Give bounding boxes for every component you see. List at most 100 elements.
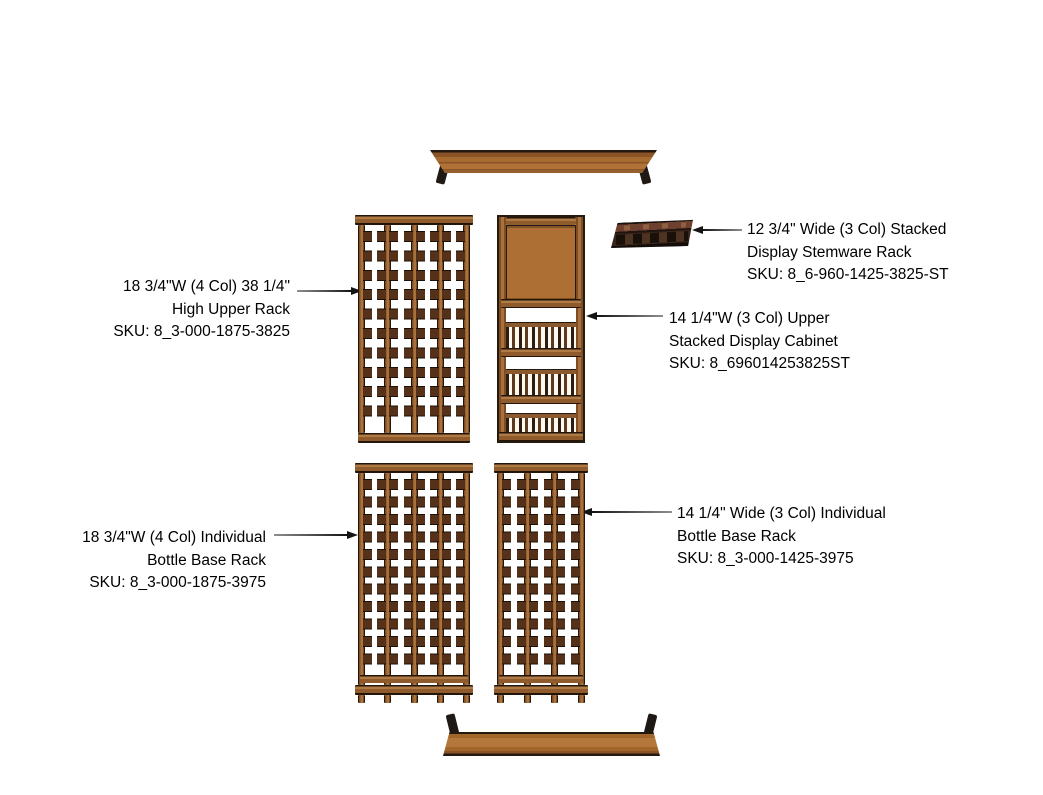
bottle-knob-column [416, 479, 425, 671]
rack-rail [437, 225, 444, 433]
bottle-knob-column [456, 231, 465, 425]
rack-rail [463, 473, 470, 685]
rack-rail [358, 225, 365, 433]
rack-leg [551, 695, 558, 703]
leader-line-upper-rack [297, 290, 353, 292]
rack-top-bar [355, 215, 473, 225]
cabinet-stile-right [576, 217, 583, 441]
bottle-knob-column [363, 479, 372, 671]
label-line: SKU: 8_696014253825ST [669, 355, 850, 372]
label-line: Stacked Display Cabinet [669, 332, 838, 350]
rack-top-bar [494, 463, 588, 473]
bottle-knob-column [502, 479, 511, 671]
rack-leg [358, 695, 365, 703]
bottle-knob-column [456, 479, 465, 671]
label-line: Bottle Base Rack [677, 527, 796, 545]
label-line: 12 3/4" Wide (3 Col) Stacked [747, 221, 947, 238]
rack-rail [384, 225, 391, 433]
label-stemware-rack: 12 3/4" Wide (3 Col) Stacked Display Ste… [747, 219, 1002, 287]
bottle-knob-column [430, 231, 439, 425]
cabinet-cubby-row [506, 322, 576, 348]
arrowhead-icon [581, 507, 592, 516]
label-line: SKU: 8_3-000-1875-3975 [89, 574, 266, 591]
cabinet-shelf [501, 348, 581, 357]
arrowhead-icon [351, 286, 362, 295]
cabinet-cubby-row [506, 369, 576, 395]
label-line: 14 1/4"W (3 Col) Upper [669, 310, 830, 327]
cabinet-shelf [501, 395, 581, 404]
label-line: 18 3/4"W (4 Col) 38 1/4" [123, 278, 290, 295]
rack-leg [384, 695, 391, 703]
bottle-knob-column [544, 479, 553, 671]
rack-rail [437, 473, 444, 685]
bottle-knob-column [529, 479, 538, 671]
rack-leg [437, 695, 444, 703]
crown-plank [430, 150, 657, 173]
arrowhead-icon [586, 311, 597, 320]
rack-stretcher-bar [360, 675, 468, 683]
rack-rail [551, 473, 558, 685]
base-rack-3col-figure [494, 463, 588, 703]
bottle-knob-column [517, 479, 526, 671]
leader-line-stemware [702, 229, 742, 231]
rack-leg [463, 695, 470, 703]
rack-rail [578, 473, 585, 685]
bottle-knob-column [389, 231, 398, 425]
label-line: 14 1/4" Wide (3 Col) Individual [677, 505, 886, 522]
label-upper-rack-4col: 18 3/4"W (4 Col) 38 1/4" High Upper Rack… [60, 276, 290, 344]
label-line: High Upper Rack [171, 300, 290, 318]
rack-leg [578, 695, 585, 703]
cabinet-cubby-row [506, 413, 576, 436]
label-line: SKU: 8_3-000-1425-3975 [677, 550, 854, 567]
bottle-knob-column [442, 231, 451, 425]
rack-leg [524, 695, 531, 703]
leader-line-base-rack-3col [591, 511, 672, 513]
leader-line-cabinet [596, 315, 663, 317]
label-line: SKU: 8_3-000-1875-3825 [113, 323, 290, 340]
rack-rail [411, 225, 418, 433]
bottle-knob-column [377, 231, 386, 425]
rack-rail [358, 473, 365, 685]
rack-rail [497, 473, 504, 685]
rack-stretcher-bar [499, 675, 583, 683]
rack-rail [463, 225, 470, 433]
rack-rail [384, 473, 391, 685]
rack-rail [411, 473, 418, 685]
bottle-knob-column [377, 479, 386, 671]
arrowhead-icon [347, 530, 358, 539]
cabinet-stile-left [499, 217, 506, 441]
label-display-cabinet: 14 1/4"W (3 Col) Upper Stacked Display C… [669, 308, 914, 376]
bottle-knob-column [442, 479, 451, 671]
cabinet-top-rail [506, 217, 576, 225]
bottle-knob-column [430, 479, 439, 671]
crown-molding-figure [430, 150, 657, 186]
bottle-knob-column [556, 479, 565, 671]
cabinet-door-panel [506, 225, 576, 301]
base-rack-4col-figure [355, 463, 473, 703]
upper-rack-4col-figure [355, 215, 473, 443]
bottle-knob-column [404, 231, 413, 425]
label-base-rack-3col: 14 1/4" Wide (3 Col) Individual Bottle B… [677, 503, 942, 571]
base-plank [443, 732, 660, 756]
bottle-knob-column [404, 479, 413, 671]
leader-line-base-rack-4col [274, 534, 349, 536]
label-line: 18 3/4"W (4 Col) Individual [82, 529, 266, 546]
base-molding-figure [443, 713, 660, 756]
stemware-blocks [616, 231, 688, 245]
label-line: SKU: 8_6-960-1425-3825-ST [747, 266, 949, 283]
rack-base-plate [355, 685, 473, 695]
rack-rail [524, 473, 531, 685]
rack-bottom-bar [358, 433, 470, 443]
stemware-knobs [618, 222, 686, 231]
bottle-knob-column [363, 231, 372, 425]
rack-base-plate [494, 685, 588, 695]
rack-leg [497, 695, 504, 703]
cabinet-bottom-rail [499, 432, 583, 441]
bottle-knob-column [416, 231, 425, 425]
label-base-rack-4col: 18 3/4"W (4 Col) Individual Bottle Base … [36, 527, 266, 595]
rack-leg [411, 695, 418, 703]
label-line: Bottle Base Rack [147, 551, 266, 569]
rack-top-bar [355, 463, 473, 473]
arrowhead-icon [692, 225, 703, 234]
